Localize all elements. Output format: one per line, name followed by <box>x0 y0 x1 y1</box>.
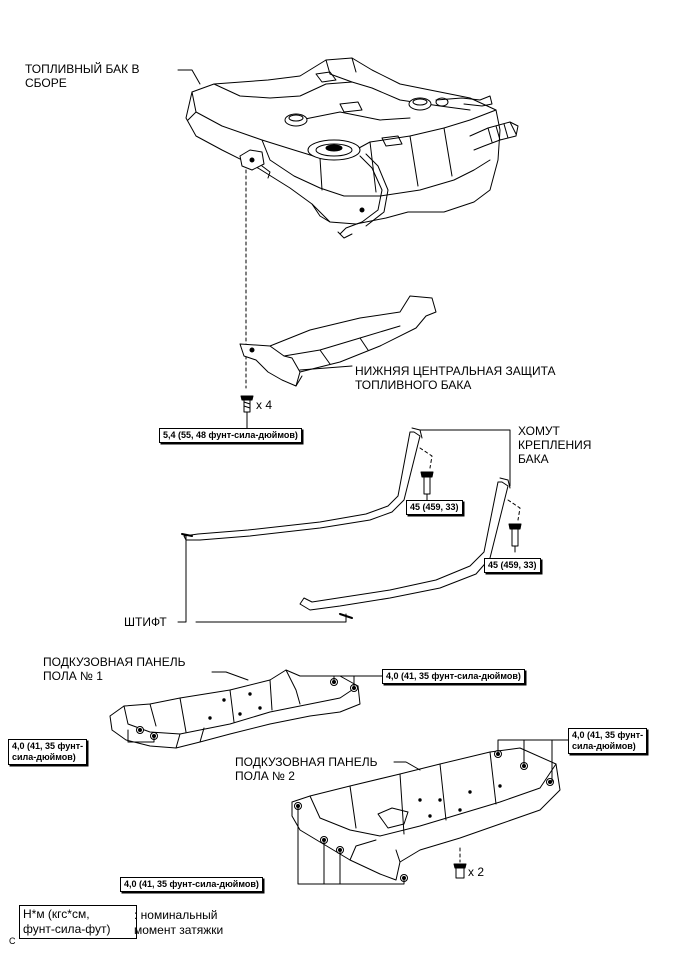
leader-fuel-tank <box>177 69 201 85</box>
torque-band-bolt-1: 45 (459, 33) <box>406 500 463 515</box>
qty-bolt-floor-panel-2: x 2 <box>468 865 485 879</box>
tank-band-1-drawing <box>183 427 423 541</box>
leader-fp2-right <box>497 739 569 783</box>
torque-floor-panel-1-right: 4,0 (41, 35 фунт-сила-дюймов) <box>382 669 525 684</box>
bolt-floor-panel-2-icon <box>453 863 467 879</box>
legend-torque-units-box: Н*м (кгс*см, фунт-сила-фут) <box>19 905 137 939</box>
bolt-protector-icon <box>240 395 254 413</box>
leader-fp2-bottom <box>297 805 405 885</box>
band-bolt-2-icon <box>508 523 522 547</box>
tank-band-2-drawing <box>299 477 511 611</box>
leader-floor-panel-1 <box>211 671 249 681</box>
fuel-tank-drawing <box>185 57 519 239</box>
label-fuel-tank-assy: ТОПЛИВНЫЙ БАК В СБОРЕ <box>25 62 140 90</box>
leader-protector <box>299 365 353 371</box>
leader-fp1-left <box>127 729 155 743</box>
leader-tank-band <box>419 429 511 487</box>
band-bolt-1-icon <box>420 471 434 495</box>
leader-floor-panel-2 <box>393 761 421 771</box>
qty-bolt-protector: x 4 <box>256 398 273 412</box>
torque-floor-panel-1-left: 4,0 (41, 35 фунт- сила-дюймов) <box>8 739 88 765</box>
leader-pin-right <box>195 613 347 623</box>
label-lower-center-protector: НИЖНЯЯ ЦЕНТРАЛЬНАЯ ЗАЩИТА ТОПЛИВНОГО БАК… <box>355 364 556 392</box>
leader-fp1-right <box>333 675 383 683</box>
lower-center-protector-drawing <box>239 295 437 387</box>
corner-code: C <box>9 936 16 946</box>
label-tank-band: ХОМУТ КРЕПЛЕНИЯ БАКА <box>518 424 592 466</box>
leader-pin-left <box>177 535 187 623</box>
torque-floor-panel-2-right: 4,0 (41, 35 фунт- сила-дюймов) <box>568 728 648 754</box>
floor-panel-1-drawing <box>109 669 361 749</box>
label-pin: ШТИФТ <box>124 615 167 629</box>
torque-floor-panel-2-bottom: 4,0 (41, 35 фунт-сила-дюймов) <box>120 877 263 892</box>
label-floor-panel-2: ПОДКУЗОВНАЯ ПАНЕЛЬ ПОЛА № 2 <box>235 755 378 783</box>
label-floor-panel-1: ПОДКУЗОВНАЯ ПАНЕЛЬ ПОЛА № 1 <box>43 655 186 683</box>
legend-torque-description: : номинальный момент затяжки <box>134 908 224 937</box>
torque-band-bolt-2: 45 (459, 33) <box>484 558 541 573</box>
torque-protector-bolt: 5,4 (55, 48 фунт-сила-дюймов) <box>159 428 302 443</box>
